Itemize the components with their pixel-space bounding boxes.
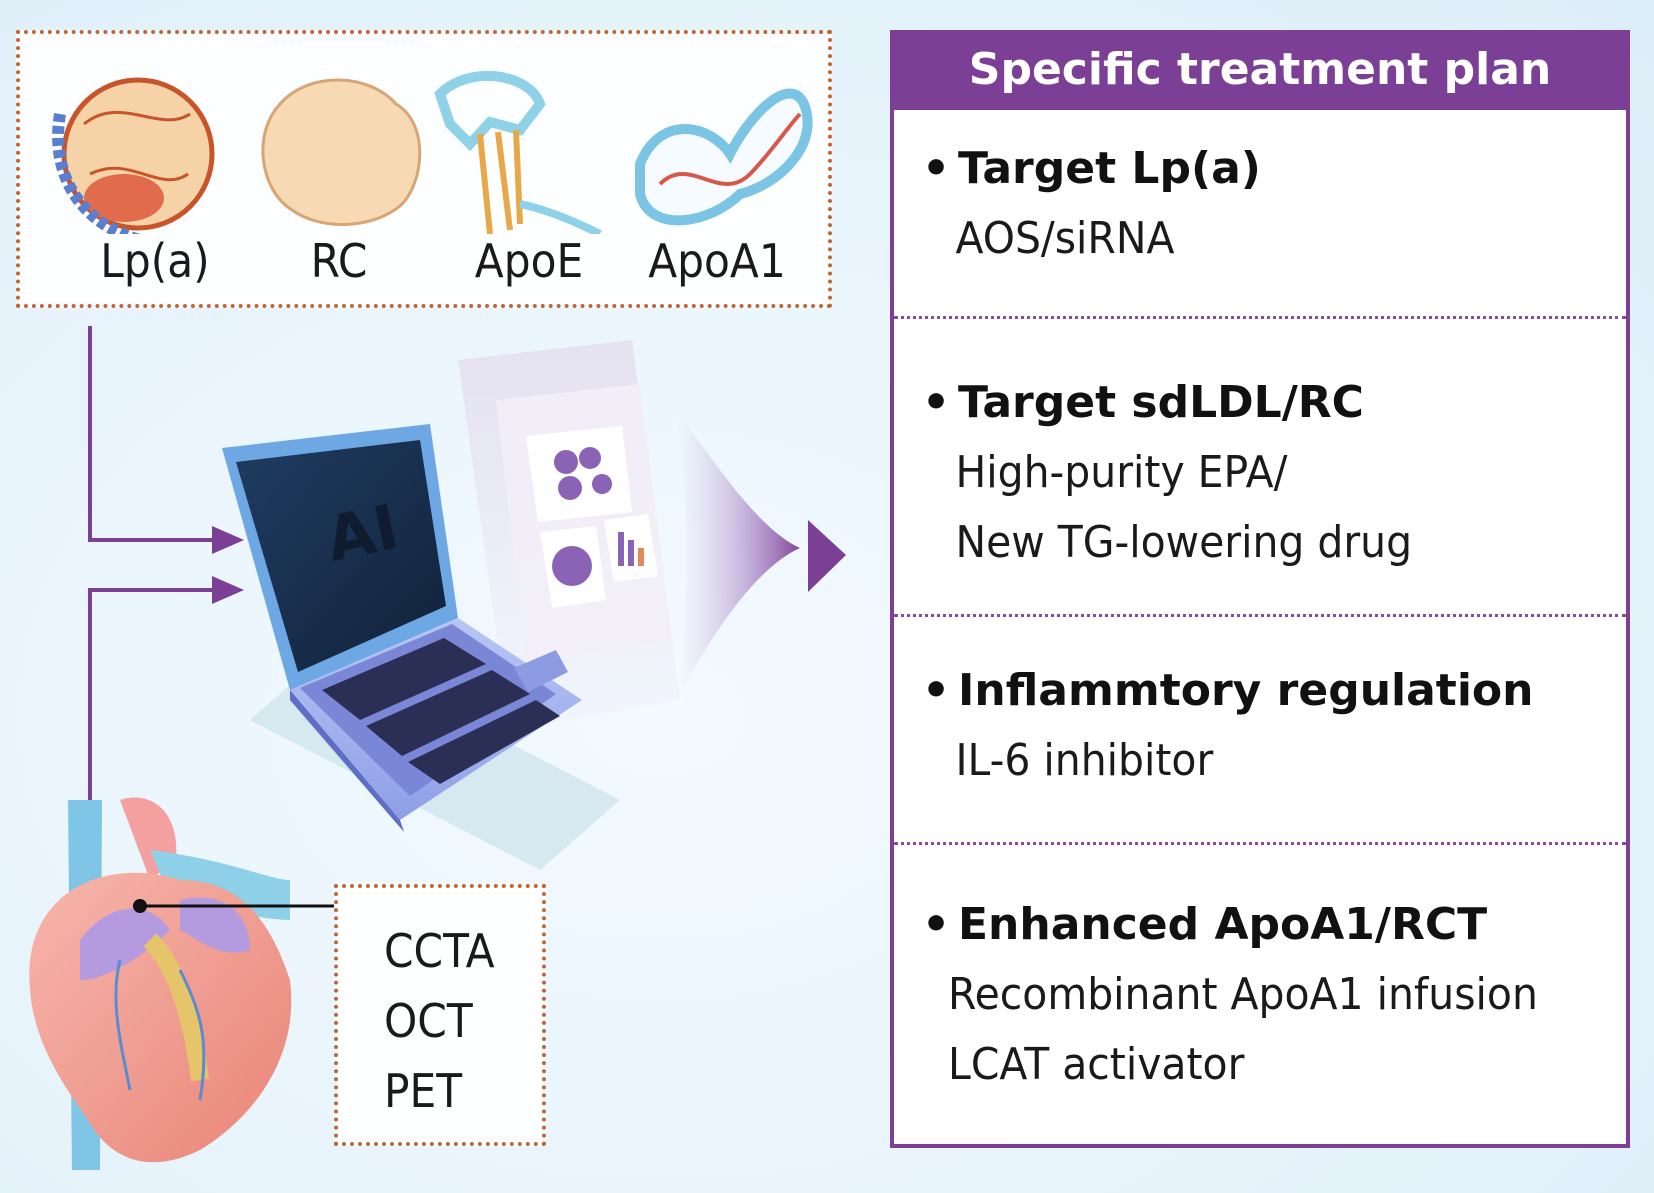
- bullet: •: [922, 665, 951, 716]
- bullet: •: [922, 899, 951, 950]
- biomarker-panel: Lp(a) RC ApoE ApoA1: [16, 30, 832, 308]
- plan-heading: Target Lp(a): [958, 143, 1261, 194]
- ai-screen-label: AI: [320, 490, 405, 576]
- bullet: •: [922, 377, 951, 428]
- plan-section-apoa1: •Enhanced ApoA1/RCT Recombinant ApoA1 in…: [894, 890, 1626, 1100]
- treatment-plan-title: Specific treatment plan: [894, 34, 1626, 110]
- plan-line: IL-6 inhibitor: [955, 735, 1214, 786]
- biomarker-label-apoa1: ApoA1: [648, 234, 786, 288]
- bullet: •: [922, 143, 951, 194]
- floating-dashboard: [458, 340, 680, 730]
- plan-divider: [894, 842, 1626, 845]
- imaging-item-ccta: CCTA: [384, 924, 495, 978]
- plan-heading: Inflammtory regulation: [958, 665, 1534, 716]
- plan-line: High-purity EPA/: [955, 447, 1288, 498]
- plan-line: AOS/siRNA: [955, 213, 1175, 264]
- lpa-particle-icon: [52, 77, 215, 234]
- plan-section-lpa: •Target Lp(a) AOS/siRNA: [894, 134, 1626, 274]
- plan-heading: Enhanced ApoA1/RCT: [958, 899, 1488, 950]
- heart-icon: [29, 797, 292, 1170]
- imaging-item-pet: PET: [384, 1064, 463, 1118]
- flow-arrow-icon: [676, 410, 846, 700]
- plan-heading: Target sdLDL/RC: [958, 377, 1364, 428]
- biomarker-connector: [88, 326, 220, 542]
- biomarker-illustrations: [52, 70, 813, 234]
- pie-chart-icon: [552, 546, 592, 586]
- plan-divider: [894, 316, 1626, 319]
- apoe-protein-icon: [434, 70, 602, 234]
- imaging-connector: [88, 588, 220, 806]
- biomarker-arrow-head: [212, 526, 244, 554]
- biomarker-label-apoe: ApoE: [474, 234, 584, 288]
- laptop-icon: [222, 424, 620, 870]
- plan-section-sdldl: •Target sdLDL/RC High-purity EPA/ New TG…: [894, 368, 1626, 578]
- biomarker-label-lpa: Lp(a): [100, 234, 210, 288]
- cell-cluster-icon: [554, 450, 578, 474]
- plan-divider: [894, 614, 1626, 617]
- plan-line: Recombinant ApoA1 infusion: [948, 969, 1538, 1020]
- biomarker-label-rc: RC: [310, 234, 368, 288]
- imaging-pointer-dot: [133, 899, 147, 913]
- bar-chart-icon: [618, 532, 624, 566]
- imaging-item-oct: OCT: [384, 994, 473, 1048]
- remnant-cholesterol-icon: [261, 78, 422, 226]
- plan-line: New TG-lowering drug: [955, 517, 1413, 568]
- treatment-plan-panel: Specific treatment plan •Target Lp(a) AO…: [890, 30, 1630, 1148]
- plan-section-inflammation: •Inflammtory regulation IL-6 inhibitor: [894, 656, 1626, 796]
- imaging-arrow-head: [212, 576, 244, 604]
- apoa1-protein-icon: [635, 88, 813, 226]
- imaging-panel: CCTA OCT PET: [334, 884, 546, 1146]
- plan-line: LCAT activator: [948, 1039, 1245, 1090]
